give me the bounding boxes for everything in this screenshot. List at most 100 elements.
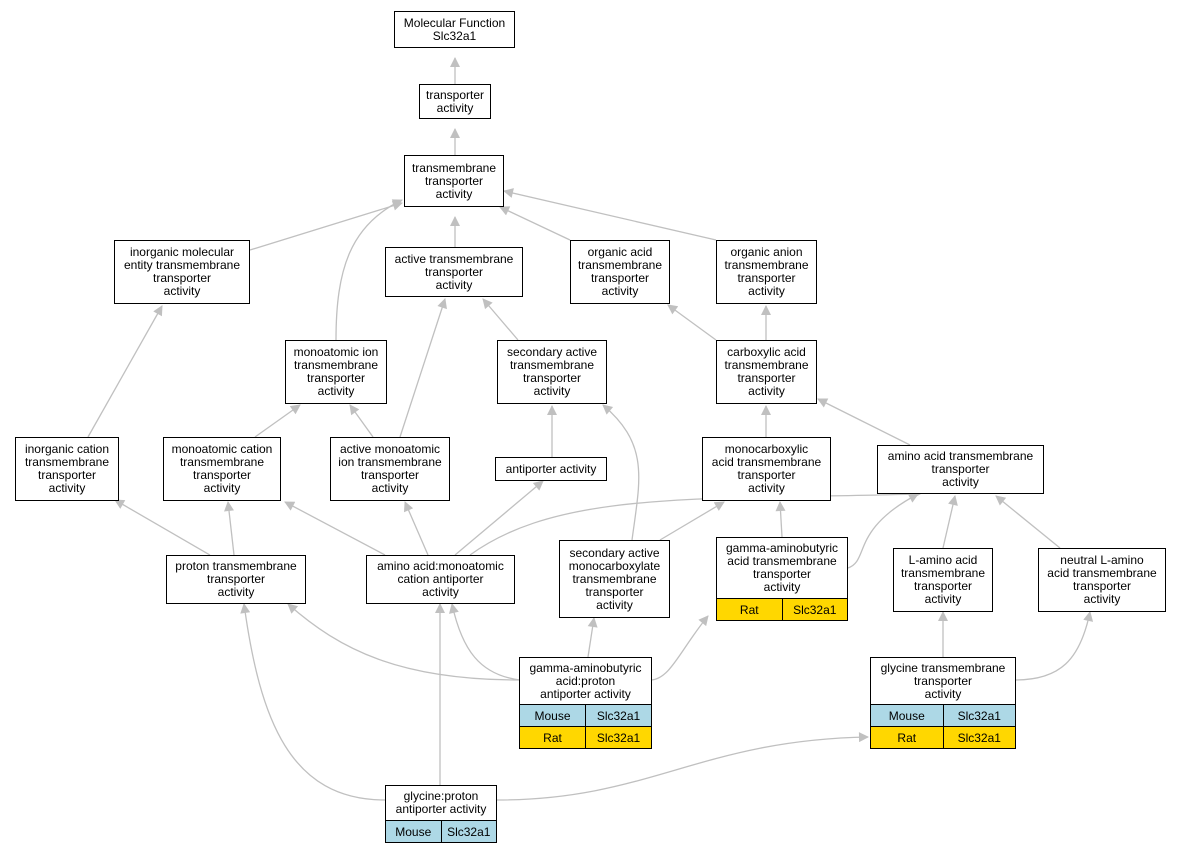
edge-aamca-aatmta (469, 489, 921, 556)
node-label: amino acid transmembrane transporter act… (887, 449, 1034, 489)
gene-cell[interactable]: Slc32a1 (440, 821, 497, 842)
species-cell: Mouse (888, 708, 925, 723)
edge-gabapa-ptmta (287, 603, 521, 681)
edge-ictmta-imetta (87, 305, 163, 438)
node-transmembrane-transporter-activity[interactable]: transmembrane transporter activity (404, 155, 504, 207)
node-antiporter-activity[interactable]: antiporter activity (495, 457, 607, 481)
edge-amitmta-mitmta (349, 404, 374, 438)
node-active-monoatomic-ion-transmembrane-transporter-activity[interactable]: active monoatomic ion transmembrane tran… (330, 437, 450, 501)
node-label: proton transmembrane transporter activit… (175, 559, 297, 599)
node-secondary-active-monocarboxylate-transmembrane-transporter-activity[interactable]: secondary active monocarboxylate transme… (559, 540, 670, 618)
node-active-transmembrane-transporter-activity[interactable]: active transmembrane transporter activit… (385, 247, 523, 297)
node-label: inorganic molecular entity transmembrane… (123, 245, 241, 298)
gene-cell[interactable]: Slc32a1 (585, 727, 651, 748)
edge-imetta-tmta (249, 200, 403, 251)
edge-gabatmta-aatmta (847, 493, 919, 569)
species-cell: Rat (543, 730, 562, 745)
species-cell: Rat (739, 602, 759, 617)
node-label: amino acid:monoatomic cation antiporter … (377, 559, 504, 599)
node-organic-acid-transmembrane-transporter-activity[interactable]: organic acid transmembrane transporter a… (570, 240, 670, 304)
node-molecular-function[interactable]: Molecular Function Slc32a1 (394, 11, 515, 48)
node-label: secondary active monocarboxylate transme… (568, 545, 661, 612)
node-organic-anion-transmembrane-transporter-activity[interactable]: organic anion transmembrane transporter … (716, 240, 817, 304)
species-cell: Mouse (395, 824, 432, 839)
edge-oatmta-tmta (499, 206, 571, 241)
species-cell: Mouse (534, 708, 571, 723)
edge-aamca-mctmta (284, 501, 386, 556)
edge-gabapa-aamca (449, 603, 521, 681)
node-amino-acid-monoatomic-cation-antiporter-activity[interactable]: amino acid:monoatomic cation antiporter … (366, 555, 515, 604)
node-amino-acid-transmembrane-transporter-activity[interactable]: amino acid transmembrane transporter act… (877, 445, 1044, 494)
node-glycine-proton-antiporter-activity[interactable]: glycine:proton antiporter activity Mouse… (385, 785, 497, 843)
edge-ptmta-mctmta (224, 501, 235, 556)
node-label: monoatomic cation transmembrane transpor… (171, 442, 273, 495)
node-label: antiporter activity (505, 461, 597, 476)
edge-aatmta-catmta (817, 398, 911, 446)
node-label: glycine:proton antiporter activity (395, 789, 487, 816)
edge-gabatmta-mcatmta (775, 501, 786, 538)
node-label: gamma-aminobutyric acid:proton antiporte… (529, 660, 642, 701)
species-cell: Rat (897, 730, 917, 745)
annotation-row-rat: Rat Slc32a1 (871, 726, 1015, 748)
edge-satmta-atmta (482, 298, 519, 341)
node-transporter-activity[interactable]: transporter activity (419, 84, 491, 119)
annotation-row-mouse: Mouse Slc32a1 (520, 704, 651, 726)
node-gamma-aminobutyric-acid-transmembrane-transporter-activity[interactable]: gamma-aminobutyric acid transmembrane tr… (716, 537, 848, 621)
node-inorganic-molecular-entity-transmembrane-transporter-activity[interactable]: inorganic molecular entity transmembrane… (114, 240, 250, 304)
node-label: active transmembrane transporter activit… (394, 251, 514, 292)
node-neutral-l-amino-acid-transmembrane-transporter-activity[interactable]: neutral L-amino acid transmembrane trans… (1038, 548, 1166, 612)
edge-gtmta-nlaatmta (1014, 611, 1094, 681)
node-label: organic anion transmembrane transporter … (724, 245, 809, 298)
edge-mctmta-mitmta (254, 404, 301, 438)
edge-gabapa-samctmta (587, 617, 598, 658)
annotation-row-mouse: Mouse Slc32a1 (386, 820, 496, 842)
node-label: gamma-aminobutyric acid transmembrane tr… (725, 541, 839, 594)
node-label: inorganic cation transmembrane transport… (24, 442, 110, 495)
node-l-amino-acid-transmembrane-transporter-activity[interactable]: L-amino acid transmembrane transporter a… (893, 548, 993, 612)
annotation-row-rat: Rat Slc32a1 (520, 726, 651, 748)
edge-samctmta-satmta (602, 404, 640, 541)
node-proton-transmembrane-transporter-activity[interactable]: proton transmembrane transporter activit… (166, 555, 306, 604)
gene-cell[interactable]: Slc32a1 (781, 599, 848, 620)
edge-gabapa-gabatmta (649, 615, 709, 681)
node-inorganic-cation-transmembrane-transporter-activity[interactable]: inorganic cation transmembrane transport… (15, 437, 119, 501)
node-label: Molecular Function Slc32a1 (403, 15, 506, 43)
node-label: monocarboxylic acid transmembrane transp… (711, 442, 822, 495)
node-label: active monoatomic ion transmembrane tran… (338, 442, 442, 495)
node-label: L-amino acid transmembrane transporter a… (900, 553, 986, 606)
node-monocarboxylic-acid-transmembrane-transporter-activity[interactable]: monocarboxylic acid transmembrane transp… (702, 437, 831, 501)
node-label: neutral L-amino acid transmembrane trans… (1047, 553, 1157, 606)
node-label: transmembrane transporter activity (411, 160, 497, 201)
edge-amitmta-atmta (399, 298, 447, 438)
edge-aamca-amitmta (403, 501, 429, 556)
node-secondary-active-transmembrane-transporter-activity[interactable]: secondary active transmembrane transport… (497, 340, 607, 404)
node-label: monoatomic ion transmembrane transporter… (293, 345, 379, 398)
node-gamma-aminobutyric-acid-proton-antiporter-activity[interactable]: gamma-aminobutyric acid:proton antiporte… (519, 657, 652, 749)
node-monoatomic-cation-transmembrane-transporter-activity[interactable]: monoatomic cation transmembrane transpor… (163, 437, 281, 501)
edge-gpa-gtmta (496, 732, 869, 801)
annotation-row-rat: Rat Slc32a1 (717, 598, 847, 620)
node-label: secondary active transmembrane transport… (506, 345, 598, 398)
edge-catmta-oatmta (667, 304, 717, 341)
gene-cell[interactable]: Slc32a1 (585, 705, 651, 726)
gene-cell[interactable]: Slc32a1 (942, 705, 1016, 726)
edge-nlaatmta-aatmta (995, 495, 1061, 549)
gene-cell[interactable]: Slc32a1 (942, 727, 1016, 748)
node-label: organic acid transmembrane transporter a… (577, 245, 663, 298)
edge-oantmta-tmta (503, 188, 717, 241)
node-monoatomic-ion-transmembrane-transporter-activity[interactable]: monoatomic ion transmembrane transporter… (285, 340, 387, 404)
node-glycine-transmembrane-transporter-activity[interactable]: glycine transmembrane transporter activi… (870, 657, 1016, 749)
node-label: glycine transmembrane transporter activi… (880, 660, 1006, 701)
annotation-row-mouse: Mouse Slc32a1 (871, 704, 1015, 726)
edge-aamca-antia (454, 480, 544, 556)
edge-samctmta-mcatmta (659, 501, 725, 541)
edge-gpa-ptmta (240, 603, 386, 801)
edge-mitmta-tmta (335, 199, 403, 341)
node-label: carboxylic acid transmembrane transporte… (724, 345, 809, 398)
node-label: transporter activity (425, 87, 485, 115)
edge-ptmta-ictmta (114, 499, 211, 556)
node-carboxylic-acid-transmembrane-transporter-activity[interactable]: carboxylic acid transmembrane transporte… (716, 340, 817, 404)
edge-laatmta-aatmta (942, 495, 958, 549)
